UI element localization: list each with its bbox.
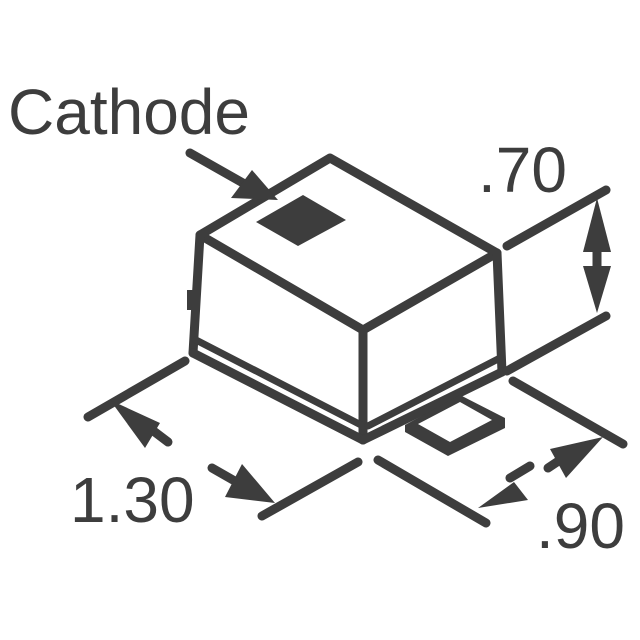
arrow-left-icon <box>110 400 160 448</box>
height-dimension-label: .70 <box>478 134 567 206</box>
cathode-label: Cathode <box>8 76 250 148</box>
cathode-leader <box>185 148 255 192</box>
arrow-up-right-icon <box>550 437 603 478</box>
package-body <box>188 153 507 445</box>
dimension-width <box>373 376 628 528</box>
terminal-pad <box>405 395 505 456</box>
length-dimension-label: 1.30 <box>70 464 195 536</box>
side-terminal <box>187 290 195 310</box>
cathode-arrowhead-icon <box>231 170 278 200</box>
arrow-up-icon <box>583 198 611 252</box>
arrow-right-icon <box>225 464 275 503</box>
cathode-mark <box>256 195 346 246</box>
arrow-down-icon <box>583 266 611 313</box>
width-dimension-label: .90 <box>536 490 625 562</box>
arrow-down-left-icon <box>478 482 528 508</box>
